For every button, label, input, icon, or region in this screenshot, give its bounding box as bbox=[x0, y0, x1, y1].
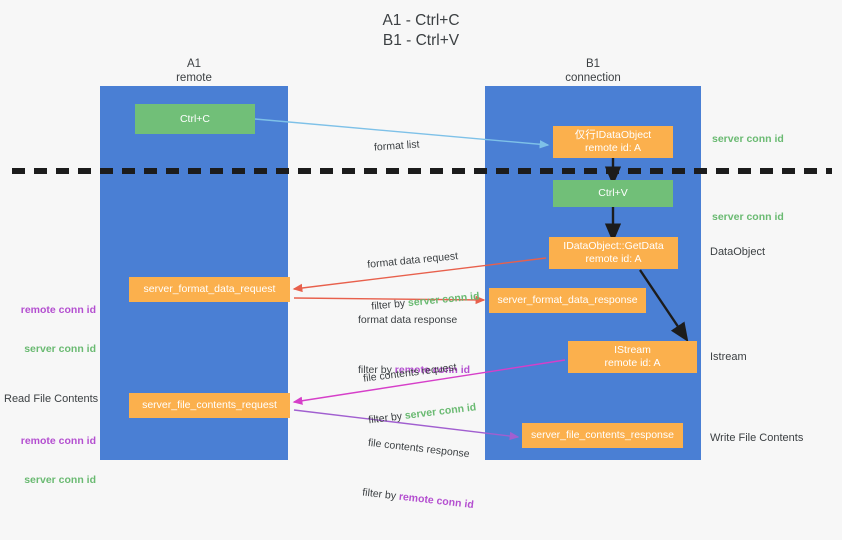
annotation-format-data-response-filter: filter by remote conn id bbox=[358, 363, 470, 377]
box-istream-line1: IStream bbox=[614, 344, 651, 356]
box-server-format-data-response-label: server_format_data_response bbox=[497, 294, 638, 306]
annotation-format-list: format list bbox=[372, 109, 422, 182]
box-server-file-contents-response-label: server_file_contents_response bbox=[530, 429, 674, 441]
page-title: A1 - Ctrl+C B1 - Ctrl+V bbox=[382, 12, 460, 49]
side-label-server-conn-id-2: server conn id bbox=[712, 211, 784, 223]
box-idataobject-line2: remote id: A bbox=[584, 142, 642, 154]
filter-prefix: filter by bbox=[361, 486, 400, 503]
annotation-file-contents-response-filter: filter by remote conn id bbox=[362, 485, 475, 512]
annotation-format-data-response: format data response filter by remote co… bbox=[358, 285, 470, 405]
box-idataobject-getdata[interactable]: IDataObject::GetData remote id: A bbox=[549, 237, 678, 269]
side-label-dataobject: DataObject bbox=[710, 246, 766, 258]
left-label-server-conn-id-2: server conn id bbox=[24, 474, 96, 486]
left-label-server-conn-id-1: server conn id bbox=[24, 343, 96, 355]
left-label-remote-conn-id-1: remote conn id bbox=[20, 304, 96, 316]
box-server-format-data-request-label: server_format_data_request bbox=[143, 283, 276, 295]
box-idataobject[interactable]: 仅行IDataObject remote id: A bbox=[553, 126, 673, 158]
annotation-file-contents-request-text: file contents request bbox=[362, 361, 458, 385]
side-label-istream: Istream bbox=[710, 351, 747, 363]
box-server-file-contents-response[interactable]: server_file_contents_response bbox=[522, 423, 683, 448]
left-label-remote-conn-id-2: remote conn id bbox=[20, 435, 96, 447]
side-label-server-conn-id-1: server conn id bbox=[712, 133, 784, 145]
annotation-file-contents-response: file contents response filter by remote … bbox=[358, 408, 483, 540]
box-idataobject-line1: 仅行IDataObject bbox=[574, 129, 652, 141]
box-server-file-contents-request[interactable]: server_file_contents_request bbox=[129, 393, 290, 418]
box-getdata-line2: remote id: A bbox=[585, 253, 642, 265]
side-label-write-file-contents: Write File Contents bbox=[710, 432, 804, 444]
filter-value-remote-conn-id: remote conn id bbox=[394, 364, 471, 376]
box-ctrl-v-label: Ctrl+V bbox=[598, 187, 628, 199]
box-getdata-line1: IDataObject::GetData bbox=[563, 240, 664, 252]
box-server-file-contents-request-label: server_file_contents_request bbox=[142, 399, 277, 411]
left-label-read-file-contents: Read File Contents bbox=[4, 393, 99, 405]
annotation-format-data-request-text: format data request bbox=[366, 250, 459, 271]
filter-prefix: filter by bbox=[358, 364, 395, 376]
box-server-format-data-request[interactable]: server_format_data_request bbox=[129, 277, 290, 302]
annotation-file-contents-response-text: file contents response bbox=[367, 436, 471, 461]
box-istream[interactable]: IStream remote id: A bbox=[568, 341, 697, 373]
annotation-format-list-text: format list bbox=[373, 138, 420, 154]
box-istream-line2: remote id: A bbox=[604, 357, 661, 369]
annotation-format-data-response-text: format data response bbox=[358, 314, 458, 326]
phase-divider bbox=[12, 168, 832, 174]
box-ctrl-v[interactable]: Ctrl+V bbox=[553, 180, 673, 207]
box-ctrl-c-label: Ctrl+C bbox=[179, 112, 211, 125]
left-label-conn-ids-1: remote conn id server conn id bbox=[8, 278, 96, 382]
column-header-a1: A1 remote bbox=[176, 58, 212, 84]
filter-value-remote-conn-id: remote conn id bbox=[398, 490, 475, 512]
box-server-format-data-response[interactable]: server_format_data_response bbox=[489, 288, 646, 313]
column-header-b1: B1 connection bbox=[565, 58, 621, 84]
left-label-conn-ids-2: remote conn id server conn id bbox=[6, 409, 96, 513]
diagram-canvas: A1 - Ctrl+C B1 - Ctrl+V A1 remote B1 con… bbox=[4, 12, 832, 511]
box-ctrl-c[interactable]: Ctrl+C bbox=[135, 104, 255, 134]
